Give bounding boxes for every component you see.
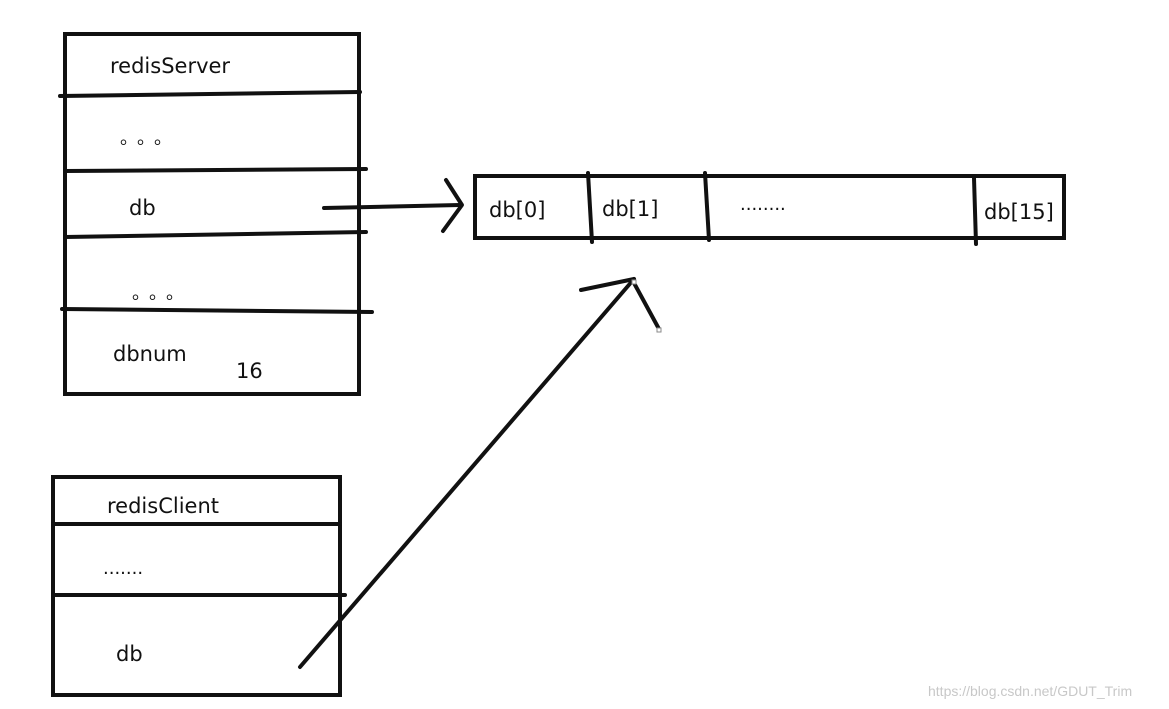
arrow-handle-bottom bbox=[656, 327, 662, 333]
redis-client-title: redisClient bbox=[107, 494, 219, 518]
redis-client-ellipsis: ....... bbox=[103, 558, 144, 579]
db-array-divider-2 bbox=[703, 171, 711, 242]
redis-client-db-field: db bbox=[116, 642, 143, 666]
db-array-divider-1 bbox=[586, 171, 594, 244]
server-db-pointer-arrow bbox=[322, 178, 464, 233]
db-array bbox=[473, 171, 1066, 246]
arrow-handle-top bbox=[631, 279, 637, 285]
redis-server-outline bbox=[63, 32, 361, 396]
redis-server-divider-4 bbox=[60, 307, 374, 314]
redis-server-divider-1 bbox=[58, 90, 362, 98]
server-db-pointer-shaft bbox=[322, 203, 462, 210]
redis-server-ellipsis-1: 。。。 bbox=[120, 128, 180, 149]
redis-client-struct bbox=[51, 475, 347, 697]
db-array-divider-3 bbox=[972, 176, 978, 246]
client-db-pointer-head-left bbox=[579, 277, 636, 292]
redis-server-ellipsis-2: 。。。 bbox=[132, 283, 192, 304]
db-cell-1: db[1] bbox=[602, 197, 659, 221]
redis-server-db-field: db bbox=[129, 196, 156, 220]
client-db-pointer-arrow bbox=[298, 277, 661, 669]
redis-server-struct bbox=[58, 32, 374, 396]
client-db-pointer-shaft bbox=[298, 277, 636, 669]
redis-server-title: redisServer bbox=[110, 54, 231, 78]
redis-server-divider-2 bbox=[63, 167, 368, 173]
redis-server-divider-3 bbox=[63, 230, 368, 239]
db-array-outline bbox=[473, 174, 1066, 240]
db-cell-0: db[0] bbox=[489, 198, 546, 222]
redis-server-dbnum-field: dbnum bbox=[113, 342, 187, 366]
db-cell-ellipsis: ........ bbox=[740, 194, 786, 215]
redis-server-dbnum-value: 16 bbox=[236, 359, 263, 383]
server-db-pointer-head bbox=[441, 178, 464, 233]
watermark-url: https://blog.csdn.net/GDUT_Trim bbox=[928, 683, 1133, 699]
client-db-pointer-head-right bbox=[632, 281, 661, 331]
db-cell-15: db[15] bbox=[984, 200, 1054, 224]
redis-client-outline bbox=[51, 475, 342, 697]
